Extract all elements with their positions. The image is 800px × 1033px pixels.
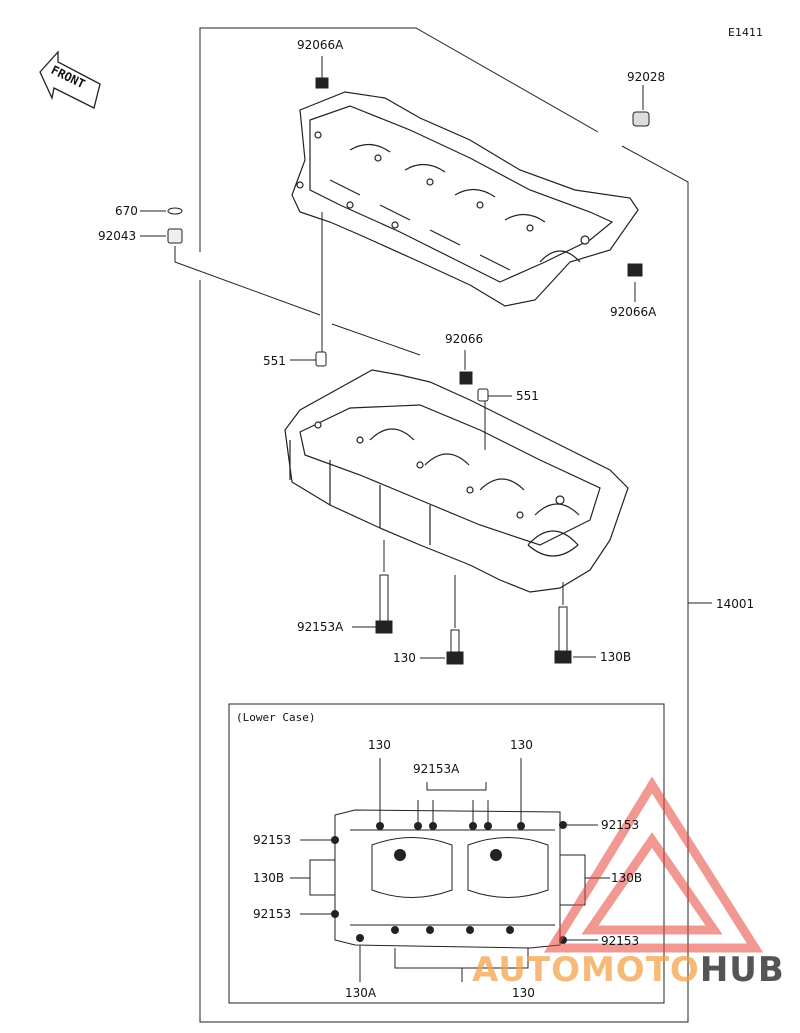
watermark-logo [543, 776, 764, 953]
inset-part-130-top-right: 130 [510, 738, 533, 752]
part-670: 670 [115, 204, 138, 218]
inset-part-130-bottom: 130 [512, 986, 535, 1000]
inset-part-130B-left: 130B [253, 871, 285, 885]
front-arrow [39, 50, 101, 109]
part-551-right: 551 [516, 389, 539, 403]
watermark-part2: HUB [699, 950, 785, 990]
dowel-92028 [632, 111, 650, 127]
dowel-551-left [315, 351, 327, 367]
part-92153A: 92153A [297, 620, 344, 634]
inset-title: (Lower Case) [236, 711, 316, 724]
part-92066A-top: 92066A [297, 38, 344, 52]
bolt-130 [446, 629, 464, 665]
watermark-part1: AUTOMOTO [472, 950, 700, 990]
inset-part-130-top-left: 130 [368, 738, 391, 752]
cap-92066A-top [315, 77, 329, 89]
collar-92043 [167, 228, 183, 244]
lower-case-inset [228, 703, 665, 1004]
inset-part-92153-right-1: 92153 [601, 818, 640, 832]
upper-crankcase [291, 91, 639, 307]
dowel-551-right [477, 388, 489, 402]
part-14001: 14001 [716, 597, 755, 611]
watermark-text: AUTOMOTOHUB [472, 950, 785, 990]
bolt-130B [554, 606, 572, 664]
cap-92066 [459, 371, 473, 385]
part-92066: 92066 [445, 332, 484, 346]
inset-part-92153-left-1: 92153 [253, 833, 292, 847]
small-parts [167, 77, 650, 665]
inset-part-92153A: 92153A [413, 762, 460, 776]
inset-part-92153-left-2: 92153 [253, 907, 292, 921]
part-130: 130 [393, 651, 416, 665]
assembly-frame [199, 27, 712, 1023]
inset-part-92153-right-2: 92153 [601, 934, 640, 948]
inset-part-130B-right: 130B [611, 871, 643, 885]
inset-part-130A: 130A [345, 986, 377, 1000]
part-92028: 92028 [627, 70, 666, 84]
part-551-left: 551 [263, 354, 286, 368]
cap-92066A-right [627, 263, 643, 277]
leader-lines [140, 56, 644, 659]
part-92066A-right: 92066A [610, 305, 657, 319]
lower-crankcase [284, 369, 629, 593]
diagram-code: E1411 [728, 26, 763, 39]
o-ring-670 [167, 207, 183, 215]
part-92043: 92043 [98, 229, 137, 243]
bolt-92153A [375, 574, 393, 634]
part-130B: 130B [600, 650, 632, 664]
